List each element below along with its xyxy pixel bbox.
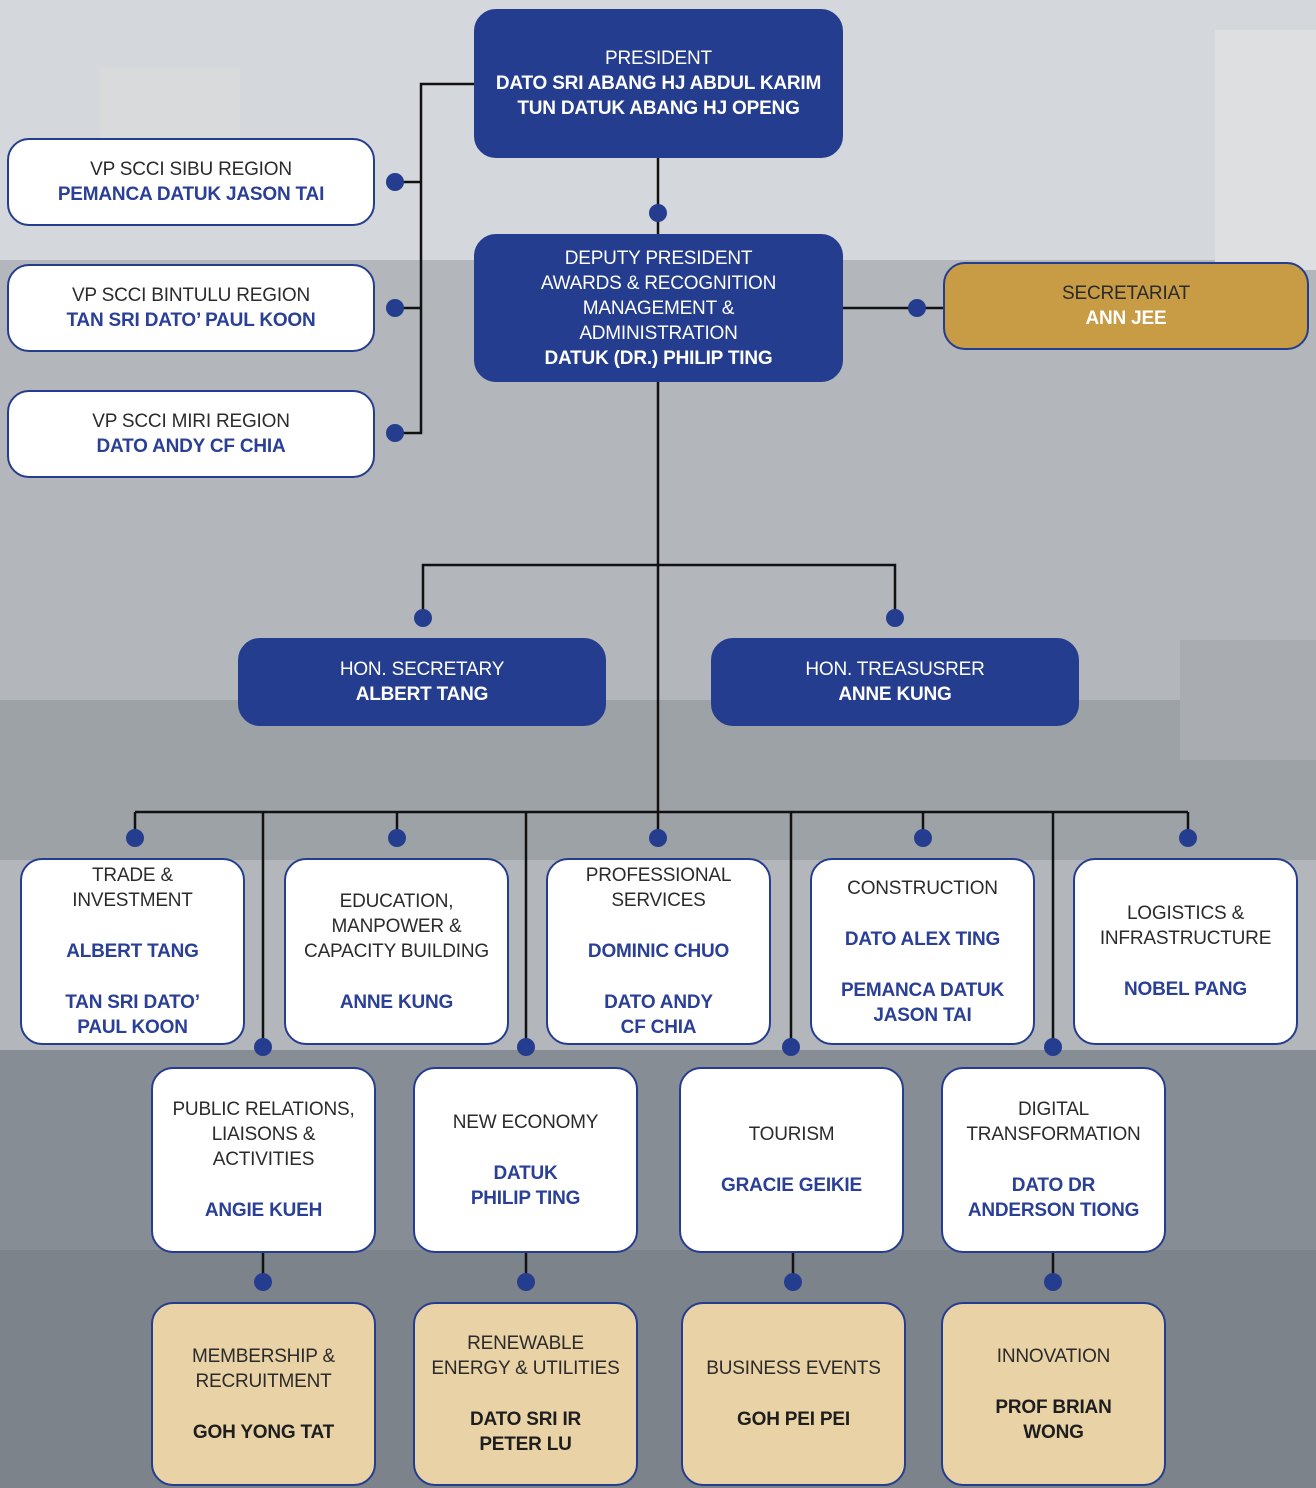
construction-role: CONSTRUCTION <box>847 877 998 899</box>
hon-treasurer-box: HON. TREASUSRER ANNE KUNG <box>711 638 1079 726</box>
deputy-president-box: DEPUTY PRESIDENT AWARDS & RECOGNITION MA… <box>474 234 843 382</box>
new-economy-role: NEW ECONOMY <box>452 1111 599 1133</box>
vp-sibu-box: VP SCCI SIBU REGION PEMANCA DATUK JASON … <box>7 138 375 226</box>
secretariat-box: SECRETARIAT ANN JEE <box>943 262 1309 350</box>
digital-transformation-box: DIGITAL TRANSFORMATION DATO DR ANDERSON … <box>941 1067 1166 1253</box>
logistics-role: LOGISTICS & INFRASTRUCTURE <box>1099 903 1272 949</box>
professional-services-box: PROFESSIONAL SERVICES DOMINIC CHUO DATO … <box>546 858 771 1045</box>
membership-role: MEMBERSHIP & RECRUITMENT <box>192 1345 335 1392</box>
digital-name: DATO DR ANDERSON TIONG <box>967 1175 1140 1221</box>
vp-sibu-name: PEMANCA DATUK JASON TAI <box>57 184 325 205</box>
tourism-role: TOURISM <box>748 1124 835 1145</box>
construction-box: CONSTRUCTION DATO ALEX TING PEMANCA DATU… <box>810 858 1035 1045</box>
public-relations-role: PUBLIC RELATIONS, LIAISONS & ACTIVITIES <box>172 1099 355 1170</box>
vp-bintulu-name: TAN SRI DATO’ PAUL KOON <box>66 310 316 331</box>
trade-investment-box: TRADE & INVESTMENT ALBERT TANG TAN SRI D… <box>20 858 245 1045</box>
vp-miri-name: DATO ANDY CF CHIA <box>96 436 286 457</box>
education-name: ANNE KUNG <box>339 991 454 1013</box>
education-box: EDUCATION, MANPOWER & CAPACITY BUILDING … <box>284 858 509 1045</box>
construction-name-1: DATO ALEX TING <box>844 928 1001 950</box>
vp-sibu-role: VP SCCI SIBU REGION <box>90 159 292 180</box>
construction-name-2: PEMANCA DATUK JASON TAI <box>840 979 1005 1026</box>
vp-miri-role: VP SCCI MIRI REGION <box>92 411 290 432</box>
hon-treasurer-role: HON. TREASUSRER <box>805 659 985 680</box>
business-events-box: BUSINESS EVENTS GOH PEI PEI <box>681 1302 906 1486</box>
education-role: EDUCATION, MANPOWER & CAPACITY BUILDING <box>304 890 489 962</box>
business-events-name: GOH PEI PEI <box>737 1409 850 1430</box>
tourism-name: GRACIE GEIKIE <box>721 1175 862 1196</box>
trade-name-2: TAN SRI DATO’ PAUL KOON <box>65 992 200 1038</box>
president-name: DATO SRI ABANG HJ ABDUL KARIM TUN DATUK … <box>495 73 822 119</box>
professional-name-1: DOMINIC CHUO <box>587 941 730 962</box>
renewable-name: DATO SRI IR PETER LU <box>469 1409 582 1455</box>
professional-role: PROFESSIONAL SERVICES <box>585 865 732 911</box>
vp-bintulu-role: VP SCCI BINTULU REGION <box>71 285 311 306</box>
deputy-role: DEPUTY PRESIDENT AWARDS & RECOGNITION MA… <box>540 247 777 344</box>
tourism-box: TOURISM GRACIE GEIKIE <box>679 1067 904 1253</box>
business-events-role: BUSINESS EVENTS <box>706 1358 881 1379</box>
vp-miri-box: VP SCCI MIRI REGION DATO ANDY CF CHIA <box>7 390 375 478</box>
innovation-role: INNOVATION <box>996 1345 1111 1367</box>
hon-secretary-box: HON. SECRETARY ALBERT TANG <box>238 638 606 726</box>
professional-name-2: DATO ANDY CF CHIA <box>604 992 713 1038</box>
new-economy-box: NEW ECONOMY DATUK PHILIP TING <box>413 1067 638 1253</box>
renewable-role: RENEWABLE ENERGY & UTILITIES <box>431 1333 620 1379</box>
logistics-name: NOBEL PANG <box>1124 979 1247 1000</box>
hon-secretary-role: HON. SECRETARY <box>339 659 505 680</box>
public-relations-box: PUBLIC RELATIONS, LIAISONS & ACTIVITIES … <box>151 1067 376 1253</box>
membership-name: GOH YONG TAT <box>192 1421 335 1443</box>
vp-bintulu-box: VP SCCI BINTULU REGION TAN SRI DATO’ PAU… <box>7 264 375 352</box>
new-economy-name: DATUK PHILIP TING <box>470 1162 581 1209</box>
digital-role: DIGITAL TRANSFORMATION <box>966 1099 1141 1145</box>
trade-role: TRADE & INVESTMENT <box>72 865 193 911</box>
president-role: PRESIDENT <box>605 48 712 69</box>
membership-box: MEMBERSHIP & RECRUITMENT GOH YONG TAT <box>151 1302 376 1486</box>
secretariat-name: ANN JEE <box>1085 308 1167 329</box>
logistics-box: LOGISTICS & INFRASTRUCTURE NOBEL PANG <box>1073 858 1298 1045</box>
public-relations-name: ANGIE KUEH <box>204 1200 323 1221</box>
trade-name-1: ALBERT TANG <box>66 941 199 962</box>
deputy-name: DATUK (DR.) PHILIP TING <box>544 347 773 369</box>
renewable-energy-box: RENEWABLE ENERGY & UTILITIES DATO SRI IR… <box>413 1302 638 1486</box>
innovation-box: INNOVATION PROF BRIAN WONG <box>941 1302 1166 1486</box>
secretariat-role: SECRETARIAT <box>1062 283 1190 304</box>
president-box: PRESIDENT DATO SRI ABANG HJ ABDUL KARIM … <box>474 9 843 158</box>
hon-secretary-name: ALBERT TANG <box>355 684 489 705</box>
hon-treasurer-name: ANNE KUNG <box>838 684 952 705</box>
innovation-name: PROF BRIAN WONG <box>995 1396 1112 1443</box>
